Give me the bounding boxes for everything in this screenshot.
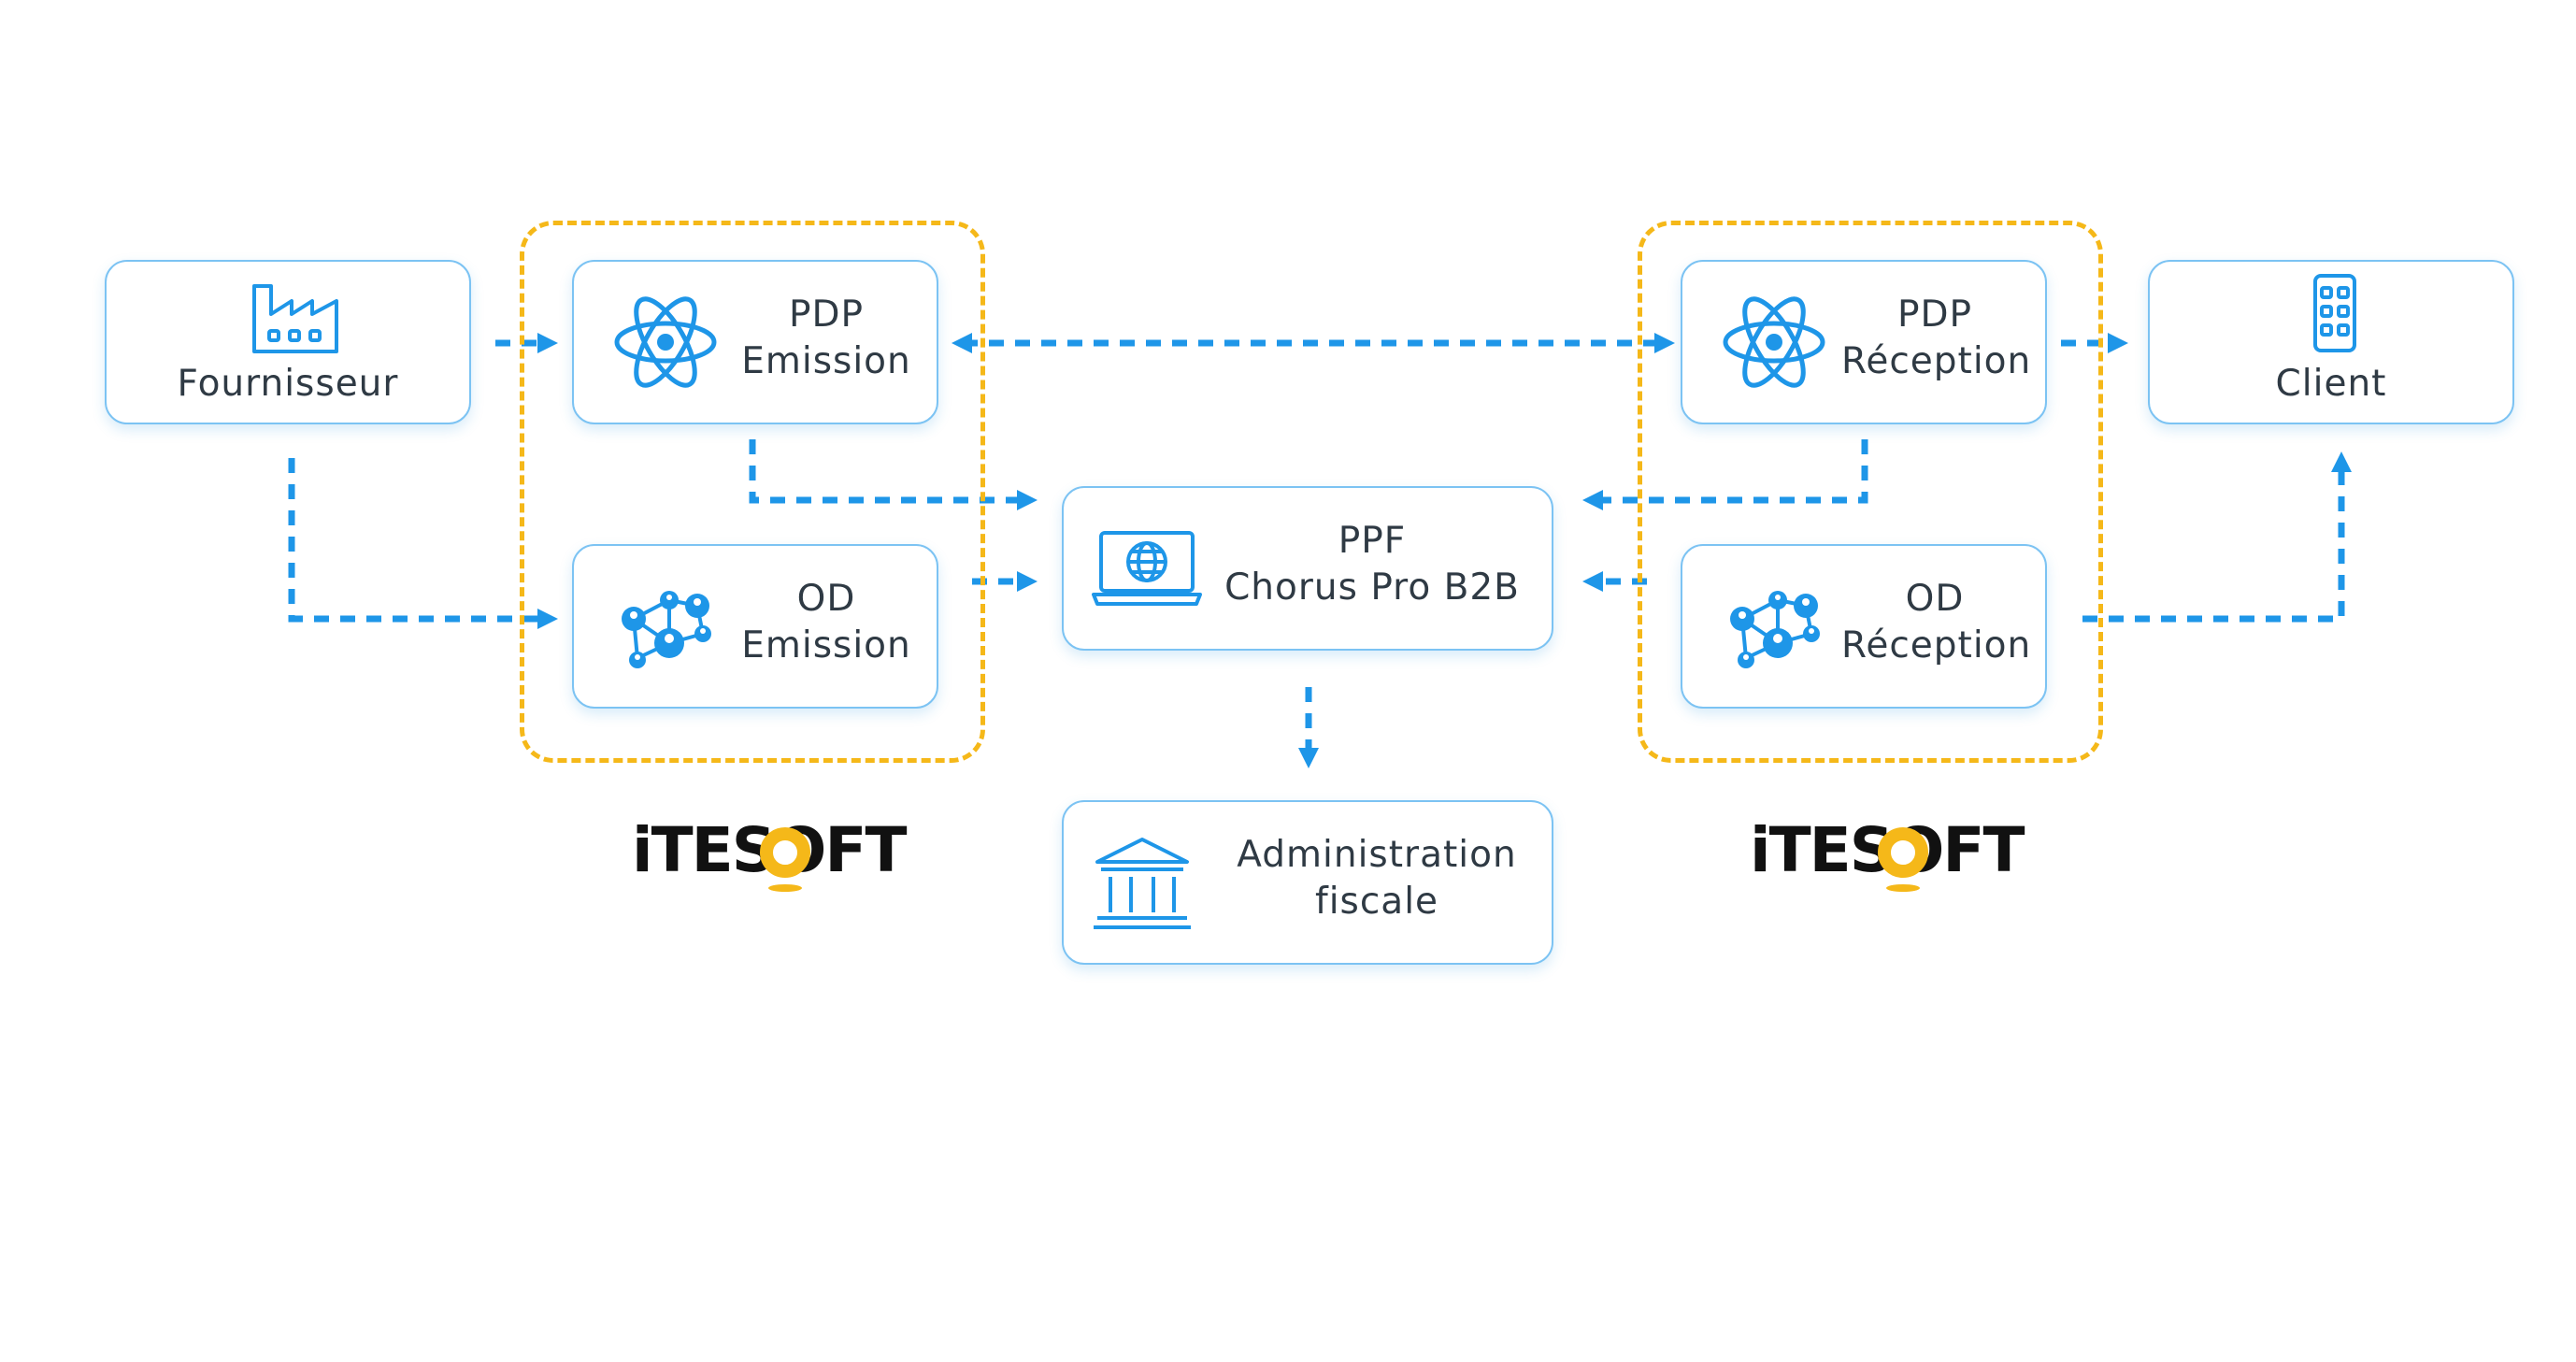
- arrow-fournisseur-to-od-emission: [288, 458, 558, 629]
- ppf-line2: Chorus Pro B2B: [1224, 566, 1520, 609]
- node-ppf[interactable]: PPF Chorus Pro B2B: [1062, 486, 1553, 651]
- atom-icon: [614, 296, 717, 388]
- phone-grid-icon: [2313, 274, 2356, 352]
- od-reception-line2: Réception: [1841, 624, 2032, 667]
- administration-line2: fiscale: [1314, 881, 1439, 923]
- itesoft-emission-group: [520, 221, 985, 763]
- logo-o-ring-icon: [1878, 827, 1928, 892]
- itesoft-logo-left: iTESOFT: [632, 813, 907, 892]
- factory-icon: [252, 284, 338, 353]
- node-pdp-emission[interactable]: PDP Emission: [572, 260, 938, 424]
- pdp-emission-line2: Emission: [741, 340, 911, 382]
- node-client[interactable]: Client: [2148, 260, 2514, 424]
- bank-building-icon: [1094, 838, 1191, 929]
- atom-icon: [1723, 296, 1825, 388]
- od-emission-label: OD Emission: [733, 576, 920, 669]
- network-users-icon: [622, 591, 711, 668]
- node-od-reception[interactable]: OD Réception: [1681, 544, 2047, 709]
- od-reception-line1: OD: [1905, 578, 1965, 620]
- pdp-emission-label: PDP Emission: [733, 292, 920, 385]
- administration-line1: Administration: [1237, 834, 1517, 876]
- arrow-pdp-emission-to-ppf: [749, 439, 1038, 510]
- pdp-reception-line2: Réception: [1841, 340, 2032, 382]
- node-pdp-reception[interactable]: PDP Réception: [1681, 260, 2047, 424]
- od-reception-label: OD Réception: [1841, 576, 2032, 669]
- node-administration-fiscale[interactable]: Administration fiscale: [1062, 800, 1553, 965]
- node-fournisseur[interactable]: Fournisseur: [105, 260, 471, 424]
- itesoft-reception-group: [1638, 221, 2103, 763]
- network-users-icon: [1730, 591, 1820, 668]
- node-od-emission[interactable]: OD Emission: [572, 544, 938, 709]
- itesoft-logo-right: iTESOFT: [1750, 813, 2025, 892]
- laptop-globe-icon: [1092, 531, 1202, 606]
- client-label: Client: [2275, 363, 2387, 405]
- ppf-line1: PPF: [1338, 520, 1407, 562]
- arrow-od-reception-to-client: [2082, 452, 2352, 623]
- ppf-label: PPF Chorus Pro B2B: [1204, 518, 1540, 611]
- logo-o-ring-icon: [760, 827, 810, 892]
- od-emission-line2: Emission: [741, 624, 911, 667]
- od-emission-line1: OD: [796, 578, 856, 620]
- pdp-emission-line1: PDP: [788, 294, 865, 336]
- fournisseur-label: Fournisseur: [177, 363, 399, 405]
- pdp-reception-label: PDP Réception: [1841, 292, 2032, 385]
- administration-label: Administration fiscale: [1213, 832, 1540, 925]
- arrow-pdp-reception-to-ppf: [1582, 439, 1868, 510]
- pdp-reception-line1: PDP: [1896, 294, 1973, 336]
